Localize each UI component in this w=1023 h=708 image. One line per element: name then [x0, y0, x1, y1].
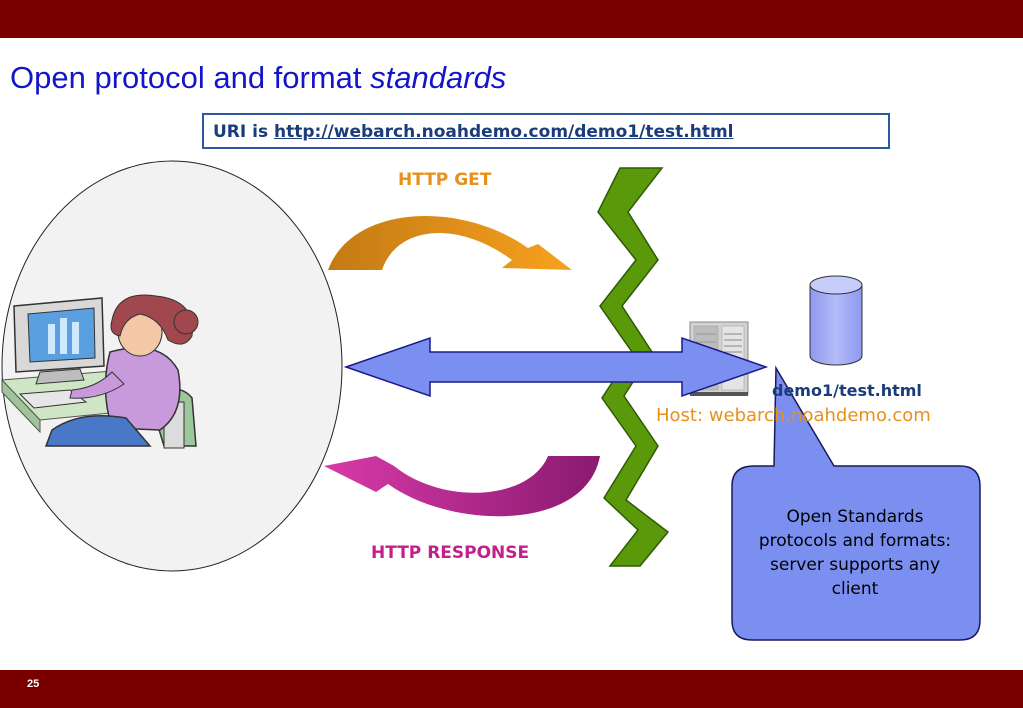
callout-bubble	[731, 365, 981, 641]
page-number: 25	[27, 678, 40, 690]
title-text: Open protocol and format	[10, 60, 362, 95]
uri-link[interactable]: http://webarch.noahdemo.com/demo1/test.h…	[274, 122, 734, 142]
person-at-computer-icon	[0, 294, 199, 449]
bottom-bar	[0, 670, 1023, 708]
http-response-label: HTTP RESPONSE	[371, 543, 530, 563]
resource-path-label: demo1/test.html	[772, 381, 922, 400]
double-arrow	[343, 336, 769, 398]
http-get-arrow	[328, 216, 572, 270]
uri-box: URI is http://webarch.noahdemo.com/demo1…	[202, 113, 890, 149]
title-emphasis: standards	[370, 60, 507, 95]
top-bar	[0, 0, 1023, 38]
http-get-label: HTTP GET	[398, 170, 492, 190]
callout-text: Open Standards protocols and formats: se…	[758, 507, 952, 599]
slide-title: Open protocol and format standards	[10, 60, 506, 96]
uri-text: URI is http://webarch.noahdemo.com/demo1…	[213, 122, 734, 142]
uri-prefix: URI is	[213, 122, 269, 142]
host-label: Host: webarch.noahdemo.com	[656, 405, 931, 426]
database-icon	[809, 275, 863, 366]
http-response-arrow	[324, 456, 600, 517]
